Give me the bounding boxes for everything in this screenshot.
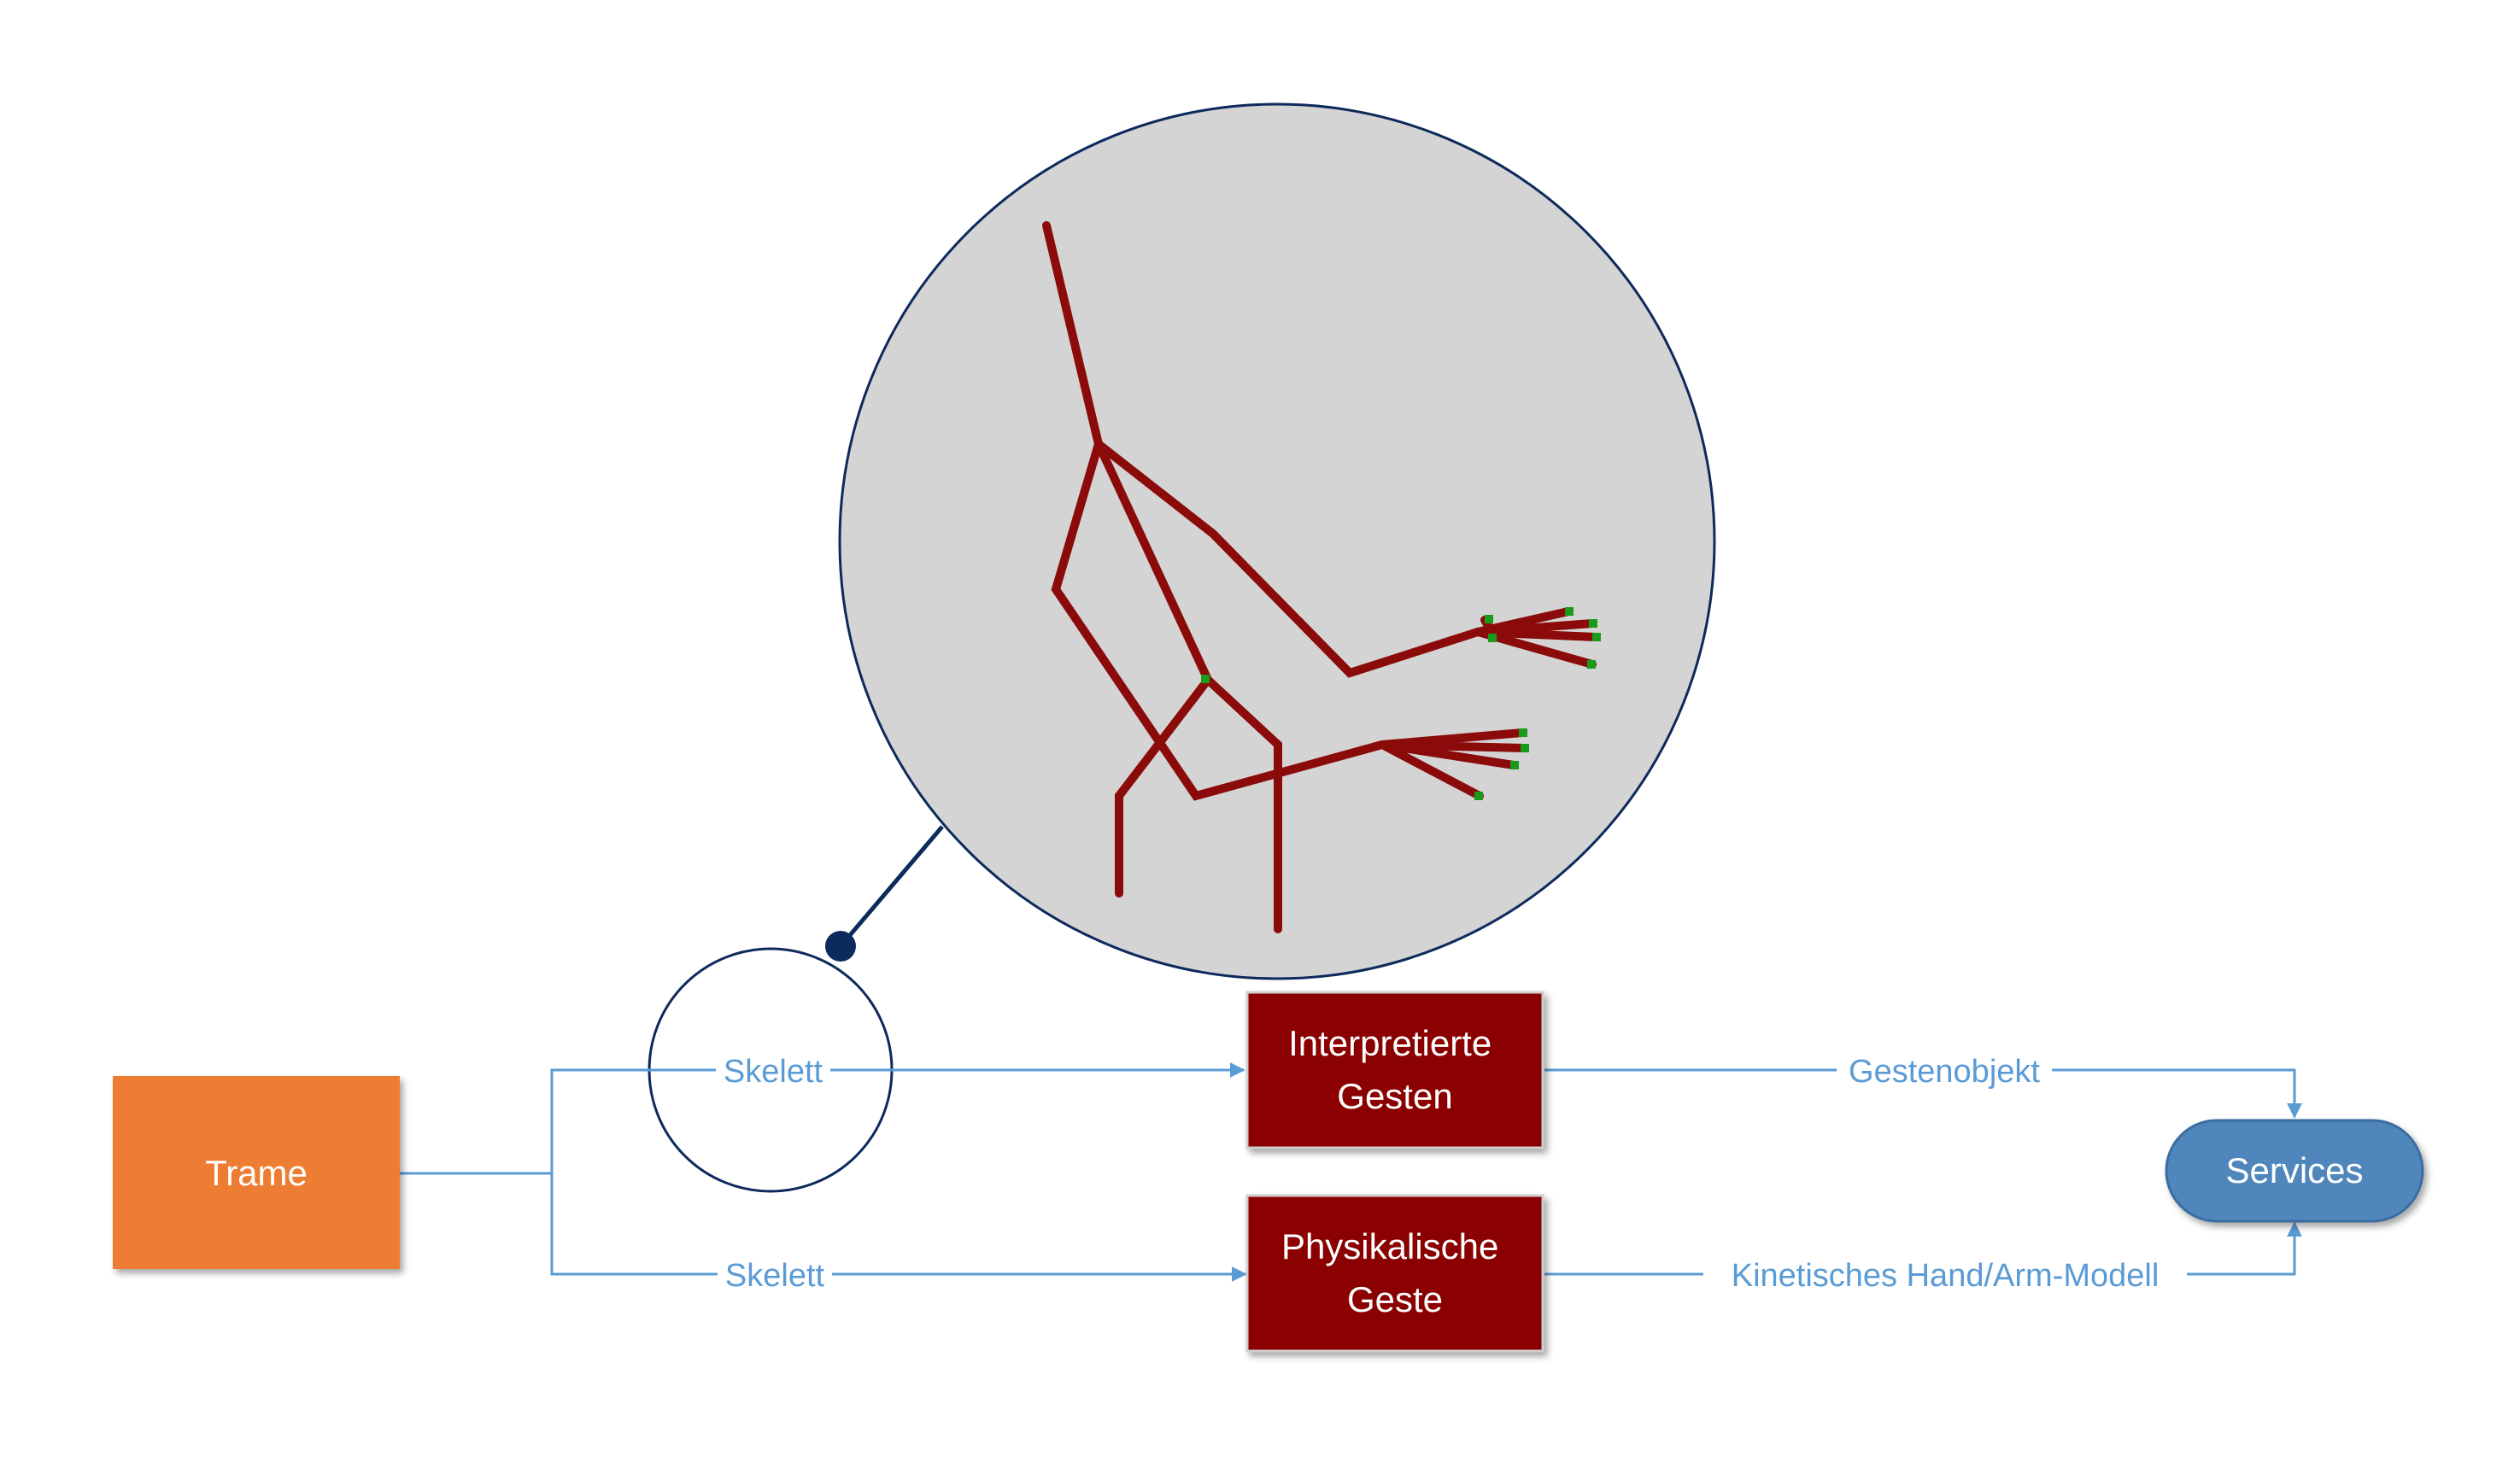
source-box[interactable] bbox=[113, 1076, 400, 1269]
node-source[interactable]: Trame bbox=[113, 1076, 400, 1269]
edge-label-gesture-object: Gestenobjekt bbox=[1849, 1054, 2040, 1090]
edge-label-kinetic-model: Kinetisches Hand/Arm-Modell bbox=[1732, 1258, 2160, 1294]
joint-upper-thumb bbox=[1485, 615, 1493, 623]
edge-label-skeleton-bottom: Skelett bbox=[725, 1258, 825, 1294]
interpreted-gestures-line-2: Gesten bbox=[1337, 1076, 1452, 1116]
zoom-callout bbox=[648, 102, 1716, 1193]
services-label: Services bbox=[2225, 1150, 2363, 1190]
joint-wrist bbox=[1201, 675, 1210, 683]
interpreted-gestures-label: Interpretierte Gesten bbox=[1288, 1023, 1502, 1116]
connector-skeleton-top bbox=[550, 1062, 1245, 1173]
connector-skeleton-bottom bbox=[550, 1173, 1247, 1282]
physical-gesture-label: Physikalische Geste bbox=[1281, 1226, 1509, 1319]
joint-upper-f2 bbox=[1589, 619, 1597, 628]
zoom-callout-line bbox=[839, 825, 944, 948]
joint-lower-f4 bbox=[1474, 792, 1483, 800]
skeleton-arm-mid bbox=[1094, 440, 1482, 678]
edge-labels: Skelett Skelett Gestenobjekt Kinetisches… bbox=[716, 1050, 2187, 1294]
joint-upper-f1 bbox=[1565, 607, 1574, 616]
connector-gesture-object bbox=[1544, 1068, 2302, 1119]
joint-upper-f4 bbox=[1587, 660, 1596, 669]
interpreted-gestures-line-1: Interpretierte bbox=[1288, 1023, 1491, 1063]
interpreted-gestures-box[interactable] bbox=[1245, 991, 1544, 1149]
node-interpreted-gestures[interactable]: Interpretierte Gesten bbox=[1245, 991, 1544, 1149]
zoom-anchor-dot bbox=[825, 931, 856, 962]
services-pill[interactable] bbox=[2165, 1119, 2424, 1223]
skeleton-leg-left bbox=[1115, 675, 1212, 898]
node-services[interactable]: Services bbox=[2165, 1119, 2424, 1223]
edge-label-skeleton-top: Skelett bbox=[724, 1054, 823, 1090]
joint-lower-f3 bbox=[1510, 761, 1519, 769]
skeleton-hand-lower-f3 bbox=[1378, 740, 1518, 769]
joint-lower-f1 bbox=[1519, 728, 1527, 737]
physical-gesture-box[interactable] bbox=[1245, 1194, 1544, 1353]
physical-gesture-line-2: Geste bbox=[1347, 1279, 1443, 1319]
skeleton-joints bbox=[1201, 607, 1601, 800]
skeleton-icon bbox=[1042, 221, 1600, 933]
joint-lower-f2 bbox=[1521, 744, 1529, 752]
skeleton-arm-front bbox=[1094, 440, 1212, 684]
skeleton-leg-right bbox=[1204, 675, 1282, 933]
skeleton-hand-lower-f4 bbox=[1378, 740, 1484, 800]
source-label: Trame bbox=[205, 1153, 308, 1193]
joint-upper-base bbox=[1488, 634, 1497, 642]
node-physical-gesture[interactable]: Physikalische Geste bbox=[1245, 1194, 1544, 1353]
skeleton-hand-upper-f3 bbox=[1474, 628, 1600, 641]
physical-gesture-line-1: Physikalische bbox=[1281, 1226, 1498, 1266]
skeleton-arm-upper bbox=[1042, 221, 1103, 448]
joint-upper-f3 bbox=[1592, 633, 1601, 641]
skeleton-arm-rear bbox=[1051, 440, 1386, 801]
